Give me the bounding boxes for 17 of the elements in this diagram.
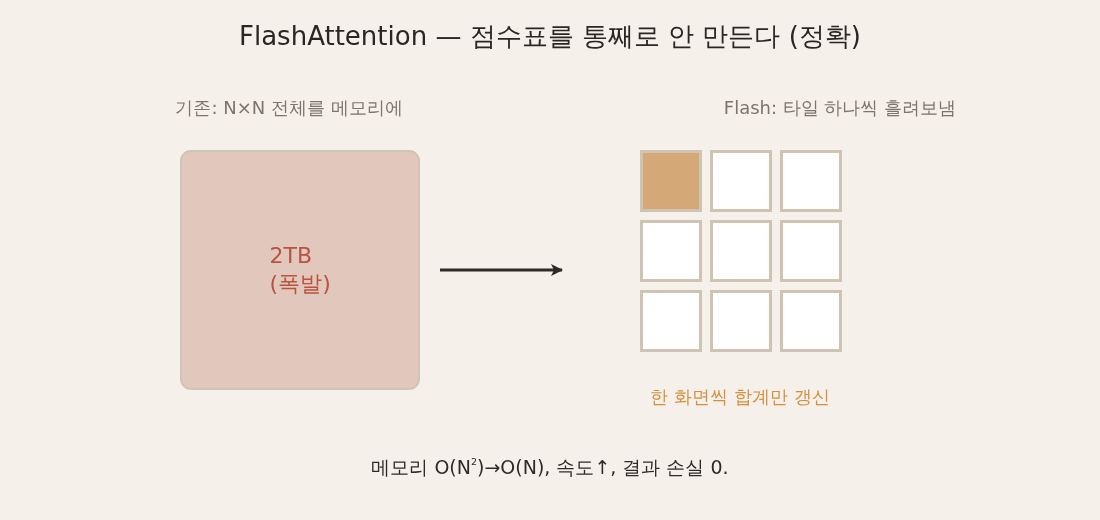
panel-heading: Flash: 타일 하나씩 흘려보냄 [723, 97, 957, 119]
arrow [440, 264, 563, 276]
caption: 메모리 O(N$^{2}$)→O(N), 속도↑, 결과 손실 0. [371, 456, 729, 479]
tile [640, 150, 702, 212]
tile [710, 150, 772, 212]
title: FlashAttention — 점수표를 통째로 안 만든다 (정확) [239, 21, 861, 53]
grid-caption: 한 화면씩 합계만 갱신 [650, 386, 830, 408]
tile [710, 220, 772, 282]
panel-heading: 기존: N×N 전체를 메모리에 [175, 97, 403, 119]
memory-box [180, 150, 420, 390]
tile [780, 150, 842, 212]
box-label: 2TB (폭발) [269, 242, 332, 298]
tile [780, 290, 842, 352]
tile [640, 220, 702, 282]
tile [780, 220, 842, 282]
tile [710, 290, 772, 352]
tile [640, 290, 702, 352]
